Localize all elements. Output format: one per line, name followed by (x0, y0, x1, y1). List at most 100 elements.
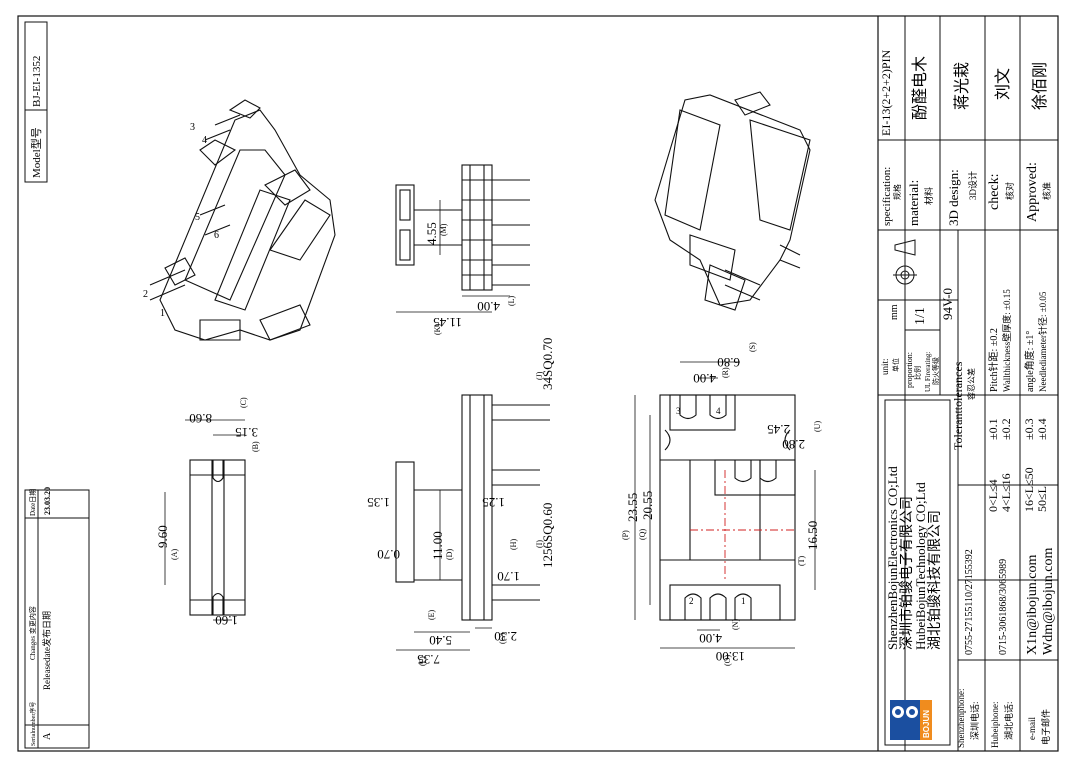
dim-D-tag: (D) (445, 549, 454, 560)
dim-1-60: 1.60 (215, 613, 238, 628)
revision-table: Serialnumber序号 Changes 变更内容 Date日期 A Rel… (24, 487, 90, 749)
dim-G-value: 2.30 (494, 629, 517, 644)
tol-note-needle: Needlediameter针径: ±0.05 (1037, 291, 1048, 392)
dim-L-tag: (L) (507, 295, 516, 306)
sheet-border (17, 15, 1059, 752)
dim-E-value: 5.40 (429, 633, 452, 648)
dim-1-35: 1.35 (367, 495, 390, 510)
tol-value-2: ±0.2 (999, 418, 1013, 440)
company-line-4: 湖北铂骏科技有限公司 (927, 510, 943, 650)
tol-value-3: ±0.3 (1022, 418, 1036, 440)
contact-mail-label-cn: 电子邮件 (1040, 709, 1051, 745)
iso-view-left (149, 99, 336, 341)
rev-head-serial: Serialnumber序号 (29, 702, 37, 746)
material-value: 酚醛电木 (911, 56, 929, 120)
pin-number-2: 2 (143, 289, 148, 300)
dim-M-tag: (M) (439, 223, 448, 236)
rev-row-serial: A (42, 732, 53, 740)
tol-range-1: 0<L≤4 (986, 479, 1000, 512)
dim-O-tag: (O) (723, 655, 732, 666)
bottom-pin-2: 2 (689, 596, 694, 606)
fire-value: 94V-0 (940, 288, 955, 320)
design-value: 蒋光栽 (953, 62, 971, 110)
dim-J-tag: (J) (535, 371, 544, 380)
dim-P-tag: (P) (621, 530, 630, 540)
dim-B-tag: (B) (251, 441, 260, 452)
dim-H-value: 1.70 (497, 569, 520, 584)
company-logo-icon: BOJUN (890, 700, 932, 740)
contact-sz-label: Shenzhenphone: (956, 689, 966, 748)
proportion-label-cn: 比例 (913, 366, 922, 380)
tol-range-2: 4<L≤16 (999, 473, 1013, 512)
dim-T-tag: (T) (797, 555, 806, 566)
check-label: check: (987, 173, 1002, 210)
proportion-label: proportion: (905, 352, 914, 388)
tol-value-4: ±0.4 (1035, 418, 1049, 440)
dim-L-value: 4.00 (477, 299, 500, 314)
dim-F-value: 7.35 (417, 652, 440, 667)
check-value: 刘文 (994, 68, 1012, 100)
rev-head-changes: Changes 变更内容 (28, 606, 37, 660)
bottom-pin-3: 3 (676, 406, 681, 416)
dim-C-value: 8.60 (189, 411, 212, 426)
contact-hb-label-cn: 湖北电话: (1003, 701, 1014, 740)
bottom-view (634, 361, 816, 649)
contact-hb-value: 0715-3061868/3065989 (998, 559, 1009, 655)
tol-range-3: 16<L≤50 (1022, 467, 1036, 512)
dim-Q-tag: (Q) (638, 529, 647, 540)
dim-P-value: 23.55 (625, 493, 640, 522)
unit-label-cn: 单位 (891, 358, 900, 372)
dim-S-value: 6.80 (717, 355, 740, 370)
dim-J-value: 34SQ0.70 (540, 338, 555, 390)
rev-row-date: 23.03.20 (43, 487, 52, 515)
spec-value: EI-13(2+2+2)PIN (879, 49, 893, 136)
company-line-3: HubeiBojunTechnology CO;Ltd (913, 482, 928, 650)
side-view (395, 164, 530, 313)
unit-label: unit: (880, 358, 890, 375)
dim-S-tag: (S) (748, 342, 757, 352)
pin-number-3: 3 (190, 122, 195, 133)
model-value: BJ-EI-1352 (31, 56, 43, 107)
tol-title-cn: 容忍公差 (966, 368, 976, 400)
tol-title: Toleranttolerances (951, 361, 965, 450)
logo-text: BOJUN (922, 710, 931, 738)
dim-D-value: 11.00 (430, 531, 445, 560)
dim-K-tag: (K) (433, 324, 442, 335)
dim-O-value: 13.00 (716, 649, 745, 664)
check-label-cn: 核对 (1004, 182, 1015, 200)
pin-number-5: 5 (195, 212, 200, 223)
dim-Q-value: 20.55 (640, 491, 655, 520)
unit-value: mm (889, 304, 900, 320)
dim-M-value: 4.55 (424, 222, 439, 245)
pin-number-4: 4 (202, 135, 207, 146)
tol-range-4: 50≤L (1035, 486, 1049, 512)
top-view (164, 419, 246, 621)
contact-mail-value-1: X1n@ibojun.com (1025, 555, 1040, 655)
fire-label: UL Firerating: (924, 352, 932, 392)
dim-H-tag: (H) (509, 539, 518, 550)
front-view (395, 394, 550, 651)
dim-B-value: 3.15 (235, 425, 258, 440)
bottom-pin-4: 4 (716, 406, 721, 416)
dim-R-value: 4.00 (693, 371, 716, 386)
dim-N-value: 4.00 (699, 631, 722, 646)
pin-number-6: 6 (214, 230, 219, 241)
tol-note-wall: Wallthickness壁厚度: ±0.15 (1001, 289, 1012, 392)
dim-E-tag: (E) (427, 609, 436, 620)
model-box: Model型号 BJ-EI-1352 (24, 21, 48, 183)
dim-T-value: 16.50 (805, 521, 820, 550)
model-label: Model型号 (29, 127, 43, 178)
approved-value: 徐佰刚 (1031, 62, 1049, 110)
design-label: 3D design: (946, 169, 961, 226)
material-label: material: (906, 180, 921, 226)
fire-label-cn: 防火等级 (931, 357, 940, 385)
dim-0-70: 0.70 (377, 547, 400, 562)
company-line-1: ShenzhenBojunElectronics CO;Ltd (885, 466, 900, 650)
tol-note-angle: angle角度: ±1° (1023, 331, 1036, 392)
dim-C-tag: (C) (239, 397, 248, 408)
dim-K-value: 11.45 (433, 315, 462, 330)
dim-A-value: 9.60 (155, 525, 170, 548)
tol-value-1: ±0.1 (986, 418, 1000, 440)
dim-2-45: 2.45 (767, 422, 790, 437)
